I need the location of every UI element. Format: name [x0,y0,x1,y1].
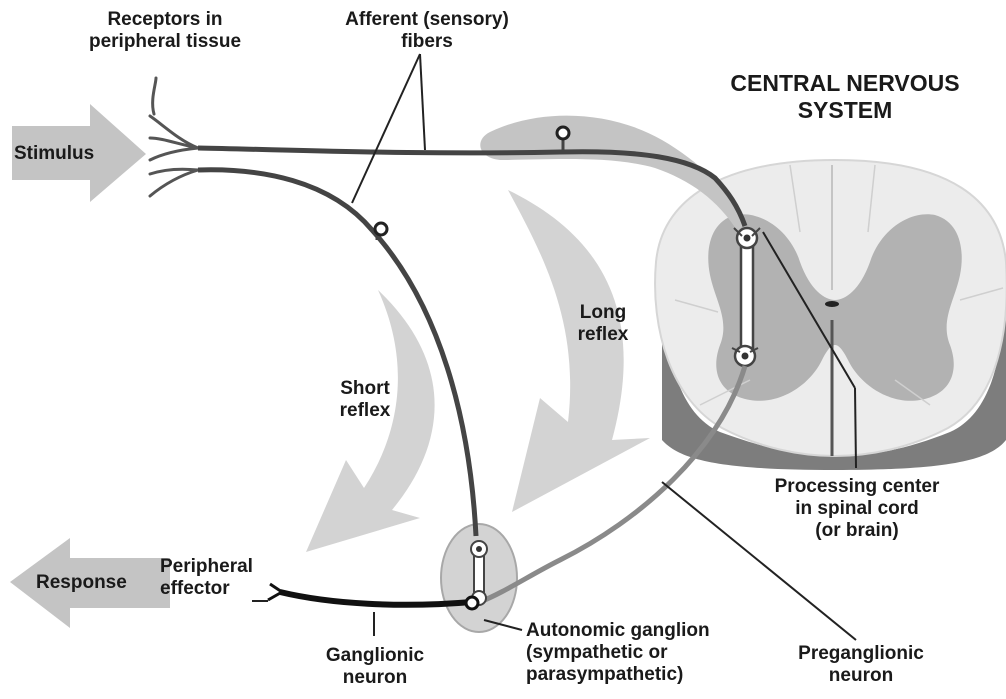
long-reflex-label: Long reflex [548,302,658,346]
ganglionic-cell-body [466,597,478,609]
afferent-label-line-1: Afferent (sensory) [312,9,542,31]
receptors-label: Receptors in peripheral tissue [60,9,270,53]
ganglion-label-line-2: (sympathetic or [526,642,766,664]
response-label: Response [36,572,158,594]
afferent-label-line-2: fibers [312,31,542,53]
long-reflex-label-line-1: Long [548,302,658,324]
processing-center-label: Processing center in spinal cord (or bra… [742,476,972,542]
processing-label-line-2: in spinal cord [742,498,972,520]
long-reflex-arrow [508,190,650,512]
receptors-label-line-2: peripheral tissue [60,31,270,53]
short-reflex-label: Short reflex [310,378,420,422]
receptors-label-line-1: Receptors in [60,9,270,31]
preganglionic-label-line-1: Preganglionic [776,643,946,665]
dorsal-root-cell-body [557,127,569,139]
effector-label: Peripheral effector [160,556,282,600]
sensory-cell-body [375,223,387,235]
ganglionic-label-line-1: Ganglionic [300,645,450,667]
ganglion-label-line-3: parasympathetic) [526,664,766,686]
afferent-fiber-long [198,148,745,226]
preganglionic-label-line-2: neuron [776,665,946,687]
central-canal [825,301,839,307]
autonomic-ganglion-label: Autonomic ganglion (sympathetic or paras… [526,620,766,686]
afferent-label: Afferent (sensory) fibers [312,9,542,53]
cns-label-line-1: CENTRAL NERVOUS [700,70,990,97]
short-reflex-label-line-2: reflex [310,400,420,422]
ganglion-interneuron [471,541,487,605]
stimulus-label: Stimulus [14,143,116,165]
preganglionic-neuron-label: Preganglionic neuron [776,643,946,687]
processing-label-line-3: (or brain) [742,520,972,542]
ganglionic-label-line-2: neuron [300,667,450,689]
processing-label-line-1: Processing center [742,476,972,498]
ganglion-label-line-1: Autonomic ganglion [526,620,766,642]
ganglionic-neuron-label: Ganglionic neuron [300,645,450,689]
cns-label: CENTRAL NERVOUS SYSTEM [700,70,990,124]
receptor-endings [150,78,198,196]
short-reflex-label-line-1: Short [310,378,420,400]
effector-label-line-2: effector [160,578,282,600]
cns-label-line-2: SYSTEM [700,97,990,124]
effector-label-line-1: Peripheral [160,556,282,578]
long-reflex-label-line-2: reflex [548,324,658,346]
